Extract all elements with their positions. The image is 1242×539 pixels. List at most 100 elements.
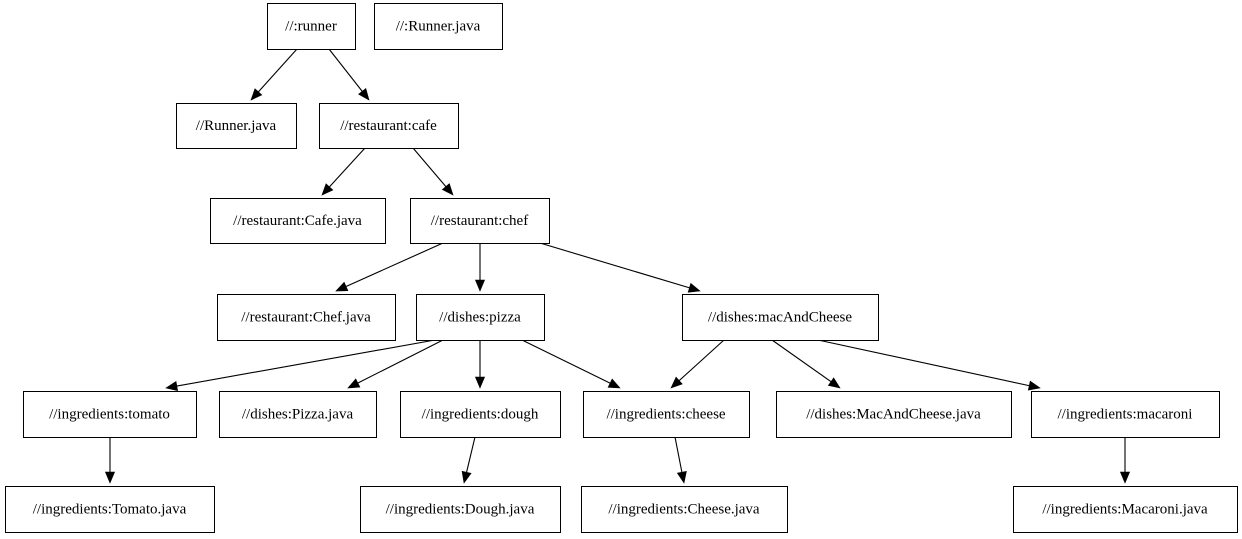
edge-arrowhead-icon xyxy=(250,88,263,101)
node-label: //ingredients:cheese xyxy=(606,406,725,422)
graph-node-runner_java_root[interactable]: //:Runner.java xyxy=(374,3,503,50)
node-box[interactable] xyxy=(1013,486,1238,533)
node-box[interactable] xyxy=(267,3,356,50)
node-box[interactable] xyxy=(1031,391,1220,438)
graph-node-restaurant_cafe[interactable]: //restaurant:cafe xyxy=(319,103,459,149)
node-box[interactable] xyxy=(217,294,396,341)
graph-edge-restaurant_cafe-to-restaurant_chef xyxy=(412,147,454,196)
graph-node-cafe_java[interactable]: //restaurant:Cafe.java xyxy=(210,198,386,244)
node-label: //dishes:Pizza.java xyxy=(242,406,354,422)
graph-edge-dishes_mac-to-mac_java xyxy=(771,339,841,389)
node-label: //restaurant:chef xyxy=(431,213,528,229)
graph-edge-dishes_pizza-to-pizza_java xyxy=(347,339,444,389)
graph-node-ing_macaroni[interactable]: //ingredients:macaroni xyxy=(1031,391,1220,438)
edge-line xyxy=(521,339,612,385)
edge-line xyxy=(412,147,448,189)
node-box[interactable] xyxy=(410,198,550,244)
graph-node-chef_java[interactable]: //restaurant:Chef.java xyxy=(217,294,396,341)
graph-edge-ing_dough-to-dough_java xyxy=(461,436,476,484)
graph-edge-ing_cheese-to-cheese_java xyxy=(674,436,687,484)
graph-node-ing_tomato[interactable]: //ingredients:tomato xyxy=(23,391,197,438)
node-box[interactable] xyxy=(416,294,545,341)
node-box[interactable] xyxy=(581,486,788,533)
edge-line xyxy=(356,339,444,385)
graph-edges-layer xyxy=(104,48,1131,484)
graph-node-macaroni_java[interactable]: //ingredients:Macaroni.java xyxy=(1013,486,1238,533)
graph-node-ing_dough[interactable]: //ingredients:dough xyxy=(400,391,561,438)
edge-arrowhead-icon xyxy=(165,381,179,391)
node-label: //ingredients:tomato xyxy=(49,406,170,422)
node-box[interactable] xyxy=(219,391,377,438)
graph-node-dough_java[interactable]: //ingredients:Dough.java xyxy=(360,486,561,533)
graph-node-ing_cheese[interactable]: //ingredients:cheese xyxy=(583,391,750,438)
node-box[interactable] xyxy=(776,391,1012,438)
node-label: //ingredients:Cheese.java xyxy=(608,501,760,517)
graph-edge-dishes_pizza-to-ing_dough xyxy=(474,340,486,389)
graph-edge-restaurant_chef-to-chef_java xyxy=(335,242,444,292)
graph-edge-dishes_mac-to-ing_macaroni xyxy=(817,339,1041,391)
node-label: //ingredients:dough xyxy=(422,406,539,422)
node-label: //ingredients:Dough.java xyxy=(386,501,535,517)
edge-arrowhead-icon xyxy=(1119,471,1131,484)
graph-node-restaurant_chef[interactable]: //restaurant:chef xyxy=(410,198,550,244)
graph-edge-restaurant_chef-to-dishes_pizza xyxy=(474,243,486,292)
node-label: //restaurant:Cafe.java xyxy=(233,213,362,229)
edge-arrowhead-icon xyxy=(461,470,472,484)
edge-arrowhead-icon xyxy=(335,281,349,292)
node-label: //restaurant:cafe xyxy=(340,118,437,134)
edge-arrowhead-icon xyxy=(676,470,687,484)
edge-arrowhead-icon xyxy=(827,377,841,389)
edge-line xyxy=(175,339,436,387)
node-label: //ingredients:Macaroni.java xyxy=(1042,501,1208,517)
edge-arrowhead-icon xyxy=(474,376,486,389)
node-box[interactable] xyxy=(176,103,297,149)
edge-line xyxy=(328,48,364,93)
edge-arrowhead-icon xyxy=(1027,380,1041,391)
graph-edge-ing_tomato-to-tomato_java xyxy=(104,437,116,484)
node-label: //dishes:MacAndCheese.java xyxy=(806,406,981,422)
node-label: //dishes:pizza xyxy=(439,309,521,325)
graph-node-cheese_java[interactable]: //ingredients:Cheese.java xyxy=(581,486,788,533)
graph-edge-restaurant_chef-to-dishes_mac xyxy=(539,242,701,293)
edge-line xyxy=(328,147,366,189)
graph-node-runner[interactable]: //:runner xyxy=(267,3,356,50)
node-box[interactable] xyxy=(5,486,215,533)
graph-edge-runner-to-restaurant_cafe xyxy=(328,48,370,101)
graph-node-mac_java[interactable]: //dishes:MacAndCheese.java xyxy=(776,391,1012,438)
node-box[interactable] xyxy=(360,486,561,533)
edge-arrowhead-icon xyxy=(670,376,683,389)
node-box[interactable] xyxy=(374,3,503,50)
graph-node-dishes_pizza[interactable]: //dishes:pizza xyxy=(416,294,545,341)
node-label: //ingredients:Tomato.java xyxy=(33,501,187,517)
graph-edge-dishes_mac-to-ing_cheese xyxy=(670,339,725,389)
edge-line xyxy=(771,339,833,383)
node-box[interactable] xyxy=(682,294,879,341)
graph-node-runner_java[interactable]: //Runner.java xyxy=(176,103,297,149)
node-label: //restaurant:Chef.java xyxy=(241,309,371,325)
edge-line xyxy=(817,339,1031,387)
node-box[interactable] xyxy=(23,391,197,438)
graph-edge-restaurant_cafe-to-cafe_java xyxy=(321,147,366,196)
edge-arrowhead-icon xyxy=(358,87,370,101)
edge-line xyxy=(677,339,725,383)
edge-line xyxy=(344,242,444,288)
node-label: //Runner.java xyxy=(196,118,277,134)
graph-node-dishes_mac[interactable]: //dishes:macAndCheese xyxy=(682,294,879,341)
node-label: //:runner xyxy=(285,18,337,34)
node-box[interactable] xyxy=(400,391,561,438)
node-label: //ingredients:macaroni xyxy=(1058,406,1193,422)
graph-edge-dishes_pizza-to-ing_tomato xyxy=(165,339,436,391)
edge-line xyxy=(465,436,476,474)
graph-nodes-layer: //:runner //:Runner.java //Runner.java //re… xyxy=(5,3,1238,533)
graph-edge-ing_macaroni-to-macaroni_java xyxy=(1119,437,1131,484)
edge-line xyxy=(674,436,683,474)
node-box[interactable] xyxy=(210,198,386,244)
edge-arrowhead-icon xyxy=(441,183,454,196)
graph-node-pizza_java[interactable]: //dishes:Pizza.java xyxy=(219,391,377,438)
node-box[interactable] xyxy=(319,103,459,149)
edge-arrowhead-icon xyxy=(104,471,116,484)
graph-node-tomato_java[interactable]: //ingredients:Tomato.java xyxy=(5,486,215,533)
node-box[interactable] xyxy=(583,391,750,438)
